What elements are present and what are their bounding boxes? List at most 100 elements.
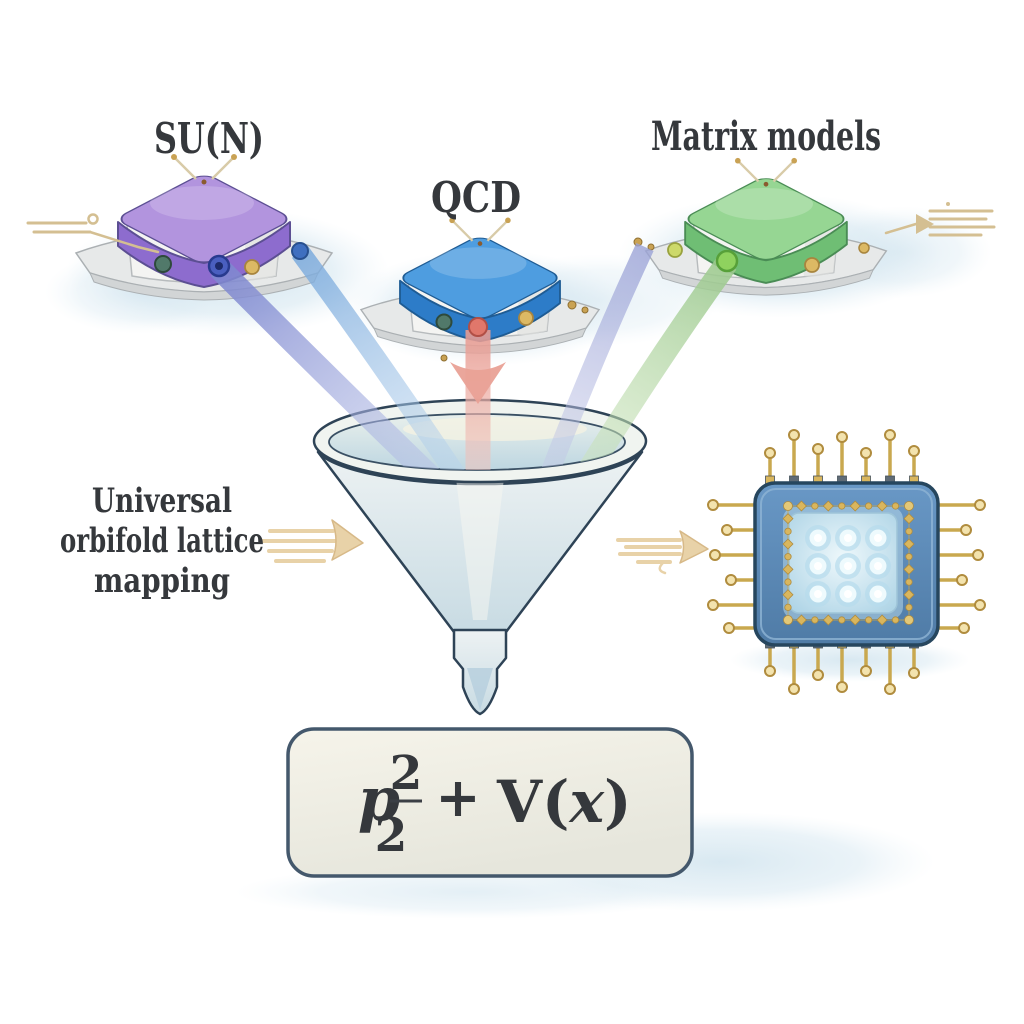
pin-ball — [725, 574, 737, 586]
port-dot — [291, 242, 309, 260]
pad-dot — [905, 553, 913, 561]
pad-dot — [838, 616, 846, 624]
port-dot — [858, 242, 870, 254]
pad-dot — [782, 563, 794, 575]
port-dot — [468, 317, 488, 337]
pin-ball — [812, 443, 824, 455]
label-sun: SU(N) — [154, 114, 264, 163]
processor-chip-icon — [707, 429, 986, 695]
pad-dot — [905, 578, 913, 586]
led-core — [874, 590, 882, 598]
pin-ball — [764, 447, 776, 459]
pad-dot — [783, 615, 793, 625]
pin-ball — [836, 431, 848, 443]
pad-dot — [849, 500, 861, 512]
pad-dot — [784, 603, 792, 611]
stream-sun-a — [210, 259, 440, 470]
module-ports — [154, 242, 870, 337]
pad-dot — [784, 578, 792, 586]
pad-dot — [822, 500, 834, 512]
label-mapping-line3: mapping — [94, 561, 230, 601]
pad-dot — [905, 527, 913, 535]
pad-dot — [811, 616, 819, 624]
module-slab-top — [687, 178, 845, 260]
pin-ball — [908, 445, 920, 457]
pin-ball — [908, 667, 920, 679]
pad-dot — [903, 538, 915, 550]
formula-potential-var: x — [567, 768, 605, 836]
funnel-spout-shade — [467, 668, 493, 710]
arrowhead — [331, 519, 364, 561]
labels: SU(N) QCD Matrix models Universal orbifo… — [60, 113, 881, 601]
formula-potential-open: V( — [496, 768, 569, 836]
pin-ball — [788, 683, 800, 695]
pin-ball — [788, 429, 800, 441]
stream-sun-b — [291, 246, 466, 470]
formula-potential: V(x) — [496, 768, 632, 836]
label-mapping-line1: Universal — [92, 481, 232, 521]
label-matrix-models: Matrix models — [651, 113, 881, 160]
funnel-cone-sheen — [455, 470, 505, 620]
pin-ball — [958, 622, 970, 634]
pad-dot — [903, 589, 915, 601]
streams — [210, 242, 737, 470]
pin-ball — [721, 524, 733, 536]
chip-pins — [707, 429, 986, 695]
formula-potential-close: ) — [604, 768, 631, 836]
module-slab-top — [402, 237, 558, 319]
module-slab-top — [120, 175, 288, 263]
pad-dot — [891, 616, 900, 624]
pin-ball — [884, 429, 896, 441]
pad-dot — [795, 500, 807, 512]
pin-ball — [723, 622, 735, 634]
pad-dot — [783, 501, 793, 511]
formula-plus: + — [435, 765, 480, 829]
module-slab-sheen — [715, 187, 813, 220]
pin-ball — [974, 499, 986, 511]
chip-pad-frame — [782, 500, 915, 626]
flow-arrow-icon-right — [616, 530, 709, 575]
pad-dot — [782, 589, 794, 601]
module-slab-sheen — [429, 247, 527, 279]
pad-dot — [849, 614, 861, 626]
chip-pad-frame-line — [787, 505, 910, 621]
pad-dot — [784, 527, 792, 535]
led-core — [844, 562, 852, 570]
port-dot — [667, 242, 683, 258]
port-dot — [804, 257, 820, 273]
pad-dot — [903, 513, 915, 525]
pad-dot — [795, 614, 807, 626]
circuit-trace-right-icon — [884, 202, 996, 237]
pad-dot — [891, 502, 900, 510]
funnel-bowl-highlight — [403, 417, 587, 441]
pad-dot — [876, 614, 888, 626]
antenna-icon — [734, 157, 798, 187]
pin-ball — [812, 669, 824, 681]
port-dot — [244, 259, 260, 275]
pin-ball — [707, 499, 719, 511]
stream-matrix-a — [541, 242, 654, 470]
connector-specks — [440, 237, 655, 362]
pin-ball — [974, 599, 986, 611]
pad-dot — [822, 614, 834, 626]
arrowhead — [679, 530, 709, 564]
pad-dot — [811, 502, 819, 510]
led-core — [814, 562, 822, 570]
port-dot-core — [215, 262, 223, 270]
pad-dot — [782, 513, 794, 525]
port-dot — [715, 249, 739, 273]
formula-box: p 2 2 + V(x) — [286, 727, 694, 878]
pin-ball — [884, 683, 896, 695]
antenna-icon — [449, 217, 511, 246]
formula-kinetic-sup: 2 — [390, 746, 423, 801]
formula-box-frame — [286, 727, 694, 878]
module-chip-icon-sun — [74, 154, 334, 301]
pin-ball — [709, 549, 721, 561]
pad-dot — [905, 603, 913, 611]
led-core — [844, 590, 852, 598]
port-dot — [154, 255, 172, 273]
pin-ball — [956, 574, 968, 586]
led-core — [814, 590, 822, 598]
